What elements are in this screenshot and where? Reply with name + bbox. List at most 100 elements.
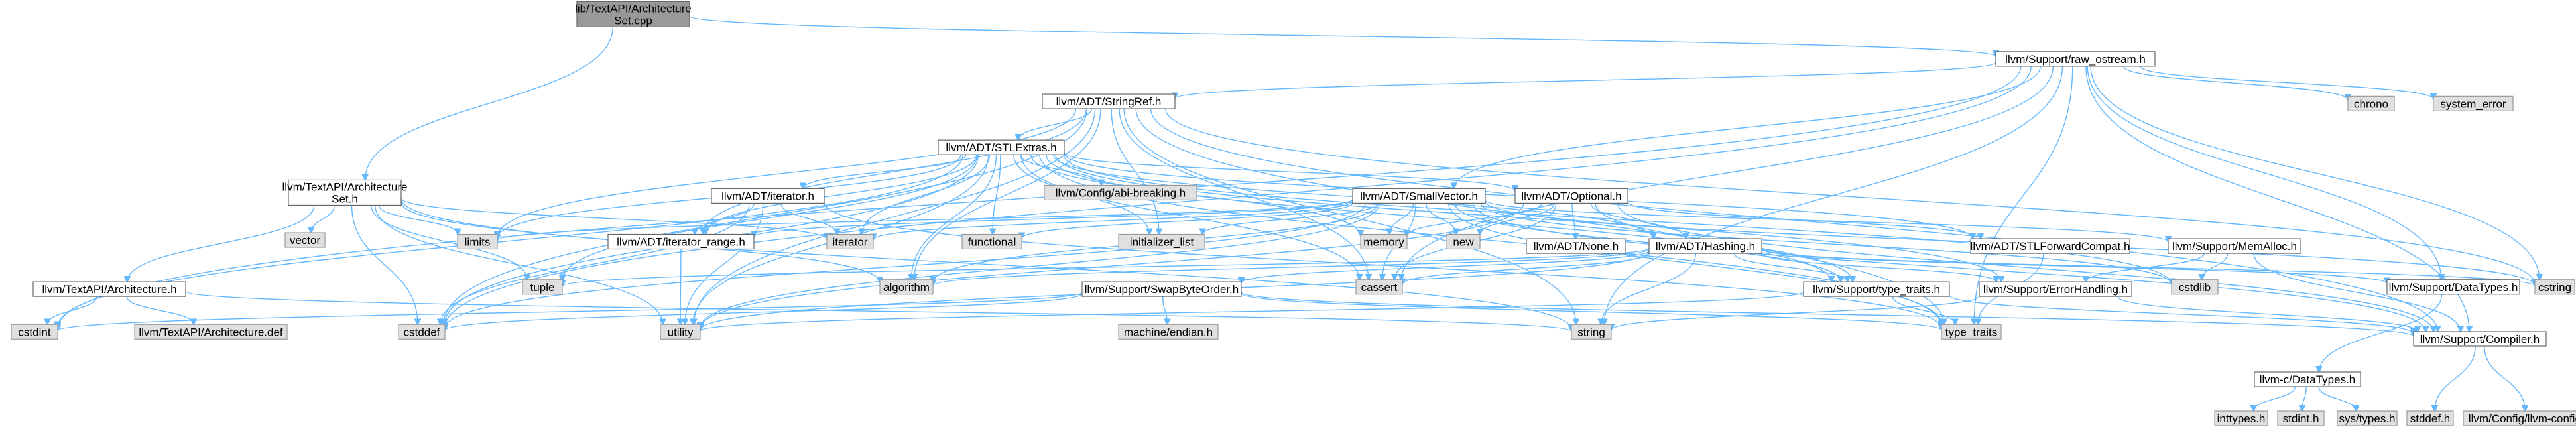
edge-stringref-to-utility — [694, 109, 1096, 324]
node-label: llvm/ADT/SmallVector.h — [1360, 190, 1478, 202]
node-label: llvm/Config/llvm-config.h — [2469, 412, 2576, 425]
node-label: cassert — [1361, 281, 1398, 294]
node-stringref[interactable]: llvm/ADT/StringRef.h — [1042, 93, 1176, 109]
edge-errorhandling-to-string — [1611, 295, 1980, 330]
node-box — [1526, 238, 1626, 254]
edge-stlextras-to-iterator — [862, 155, 991, 234]
node-type-traits-h[interactable]: llvm/Support/type_traits.h — [1803, 281, 1950, 297]
node-box — [1044, 184, 1197, 201]
edge-stringref-to-limits — [497, 109, 1077, 237]
node-label: lib/TextAPI/Architecture — [575, 2, 692, 15]
node-machine-endian: machine/endian.h — [1118, 324, 1219, 340]
edge-raw_ostream-to-cstring — [2090, 66, 2540, 280]
node-datatypes-h[interactable]: llvm/Support/DataTypes.h — [2386, 279, 2520, 295]
node-errorhandling[interactable]: llvm/Support/ErrorHandling.h — [1979, 281, 2132, 297]
edge-hashing-to-tuple — [562, 247, 1650, 286]
node-raw-ostream[interactable]: llvm/Support/raw_ostream.h — [1995, 51, 2156, 67]
edge-stlextras-to-optional — [1064, 152, 1515, 191]
edge-stringref-to-algorithm — [914, 109, 1101, 280]
node-box — [1042, 93, 1176, 109]
node-chrono: chrono — [2347, 95, 2395, 111]
node-iterator-h[interactable]: llvm/ADT/iterator.h — [711, 188, 825, 204]
node-label: limits — [465, 235, 491, 248]
node-compiler[interactable]: llvm/Support/Compiler.h — [2413, 331, 2547, 347]
node-inttypes: inttypes.h — [2214, 410, 2268, 426]
edge-hashing-to-swapbyteorder — [1241, 250, 1650, 283]
node-label: string — [1577, 326, 1605, 338]
node-functional: functional — [961, 233, 1022, 250]
edge-memalloc-to-errorhandling — [2086, 253, 2205, 282]
node-label: llvm/Support/DataTypes.h — [2389, 281, 2518, 294]
edge-raw_ostream-to-smallvector — [1454, 66, 2041, 189]
node-algorithm: algorithm — [879, 279, 934, 295]
node-box — [2168, 238, 2301, 254]
edge-archset_h-to-limits — [378, 205, 458, 234]
edge-raw_ostream-to-system_error — [2140, 66, 2433, 99]
node-c-datatypes[interactable]: llvm-c/DataTypes.h — [2254, 371, 2361, 387]
node-iterator-range[interactable]: llvm/ADT/iterator_range.h — [607, 233, 755, 250]
node-cstdint: cstdint — [11, 324, 58, 340]
node-box — [1446, 233, 1481, 250]
edge-memalloc-to-compiler — [2253, 253, 2461, 332]
node-smallvector[interactable]: llvm/ADT/SmallVector.h — [1352, 188, 1486, 204]
node-swapbyteorder[interactable]: llvm/Support/SwapByteOrder.h — [1081, 281, 1242, 297]
node-box — [2347, 95, 2395, 111]
edge-raw_ostream-to-cassert — [1402, 66, 2054, 280]
node-abibreaking: llvm/Config/abi-breaking.h — [1044, 184, 1197, 201]
edge-optional-to-hashing — [1590, 203, 1686, 239]
node-box — [2413, 331, 2547, 347]
node-label: iterator — [833, 235, 868, 248]
edge-hashing-to-errorhandling — [1761, 252, 1996, 282]
edge-stlextras-to-algorithm — [911, 155, 997, 280]
node-box — [1360, 233, 1408, 250]
node-box — [607, 233, 755, 250]
node-label: llvm/TextAPI/Architecture.h — [42, 283, 176, 296]
node-label: system_error — [2440, 97, 2506, 110]
edge-archset_h-to-string — [400, 198, 1571, 330]
edge-swapbyteorder-to-machine_endian — [1162, 296, 1168, 324]
node-none[interactable]: llvm/ADT/None.h — [1526, 238, 1626, 254]
node-box — [826, 233, 874, 250]
node-memory: memory — [1360, 233, 1408, 250]
edge-architecture_h-to-cstdint — [47, 296, 97, 324]
edge-optional-to-compiler — [1617, 203, 2433, 332]
node-memalloc[interactable]: llvm/Support/MemAlloc.h — [2168, 238, 2301, 254]
node-label: cstddef — [404, 326, 440, 338]
node-label: llvm/Support/ErrorHandling.h — [1983, 283, 2128, 296]
node-box — [2386, 279, 2520, 295]
node-label: llvm/ADT/iterator.h — [721, 190, 814, 202]
node-box — [961, 233, 1022, 250]
node-tuple: tuple — [522, 279, 563, 295]
node-box — [134, 324, 288, 340]
node-optional[interactable]: llvm/ADT/Optional.h — [1514, 188, 1628, 204]
node-cstddef: cstddef — [398, 324, 446, 340]
node-box — [1970, 238, 2130, 254]
edge-c_datatypes-to-stdint — [2302, 386, 2307, 411]
node-label: llvm/Support/Compiler.h — [2420, 333, 2540, 345]
node-vector: vector — [284, 232, 326, 248]
node-label: utility — [668, 326, 694, 338]
node-hashing[interactable]: llvm/ADT/Hashing.h — [1648, 238, 1762, 254]
edge-smallvector-to-memalloc — [1485, 199, 2168, 242]
edge-raw_ostream-to-chrono — [2123, 66, 2348, 100]
node-box — [1571, 324, 1612, 340]
edge-smallvector-to-cstdlib — [1480, 203, 2172, 284]
edges-layer — [47, 15, 2540, 411]
node-stlforward[interactable]: llvm/ADT/STLForwardCompat.h — [1970, 238, 2130, 254]
node-box — [2534, 279, 2575, 295]
edge-datatypes_h-to-c_datatypes — [2319, 294, 2443, 372]
node-stddef: stddef.h — [2406, 410, 2454, 426]
edge-smallvector-to-iterator — [873, 200, 1353, 239]
edge-stringref-to-stlextras — [1018, 108, 1092, 140]
node-box — [284, 232, 326, 248]
node-stlextras[interactable]: llvm/ADT/STLExtras.h — [938, 139, 1065, 155]
node-label: llvm/TextAPI/Architecture — [282, 180, 408, 193]
edge-archset_h-to-vector — [311, 205, 335, 233]
edge-raw_ostream-to-type_traits — [1974, 66, 2073, 324]
edge-smallvector-to-limits — [497, 198, 1353, 241]
edge-smallvector-to-initializer_list — [1203, 203, 1379, 234]
edge-swapbyteorder-to-cstdint — [58, 291, 1083, 331]
node-architecture-h[interactable]: llvm/TextAPI/Architecture.h — [32, 281, 186, 297]
edge-archset_h-to-cstddef — [351, 205, 418, 324]
